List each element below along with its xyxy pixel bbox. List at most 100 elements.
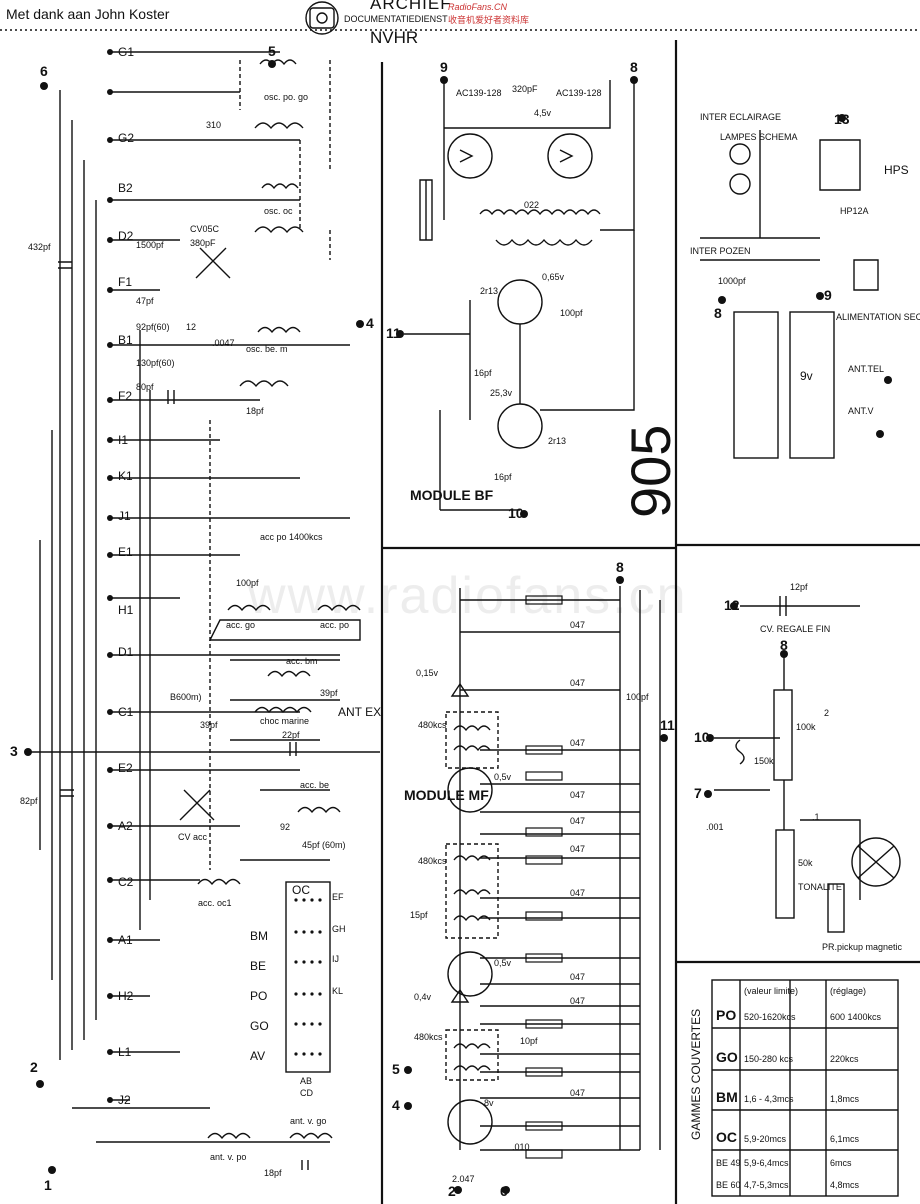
- stamp-org: NVHR: [370, 28, 419, 47]
- component-label: 25,3v: [490, 388, 513, 398]
- component-label: 18pf: [246, 406, 264, 416]
- component-label: 0,4v: [414, 992, 432, 1002]
- component-label: 047: [570, 738, 585, 748]
- power-label: 1000pf: [718, 276, 746, 286]
- transistor-label: AC139-128: [456, 88, 502, 98]
- range-value: 150-280 kcs: [744, 1054, 794, 1064]
- component-label: .0047: [212, 338, 235, 348]
- component-label: 480kcs: [418, 720, 447, 730]
- component-label: 047: [570, 888, 585, 898]
- component-label: 0,5v: [494, 772, 512, 782]
- mf-terminal-label: 8: [616, 559, 624, 575]
- component-label: acc. oc1: [198, 898, 232, 908]
- matrix-row-label: IJ: [332, 954, 339, 964]
- switch-label: D2: [118, 229, 134, 243]
- tone-label: TONALITE: [798, 882, 842, 892]
- switch-label: F2: [118, 389, 132, 403]
- mf-terminal-label: 6: [500, 1183, 508, 1199]
- tuner-terminals: [24, 60, 364, 1174]
- component-label: 82pf: [20, 796, 38, 806]
- component-label: 047: [570, 620, 585, 630]
- component-label: 10pf: [520, 1036, 538, 1046]
- matrix-row-label: AB: [300, 1076, 312, 1086]
- range-header: (valeur limite): [744, 986, 798, 996]
- matrix-row-label: GH: [332, 924, 346, 934]
- ranges-title: GAMMES COUVERTES: [689, 1009, 703, 1140]
- range-value: 1,8mcs: [830, 1094, 860, 1104]
- component-label: 15pf: [410, 910, 428, 920]
- transistor-label: 2r13: [548, 436, 566, 446]
- tuner-coils: [197, 59, 361, 1140]
- component-label: 320pF: [512, 84, 538, 94]
- mf-terminal-label: 11: [660, 717, 675, 733]
- matrix-band-label: OC: [292, 883, 310, 897]
- range-value: 4,8mcs: [830, 1180, 860, 1190]
- tone-label: PR.pickup magnetic: [822, 942, 903, 952]
- matrix-band-label: AV: [250, 1049, 265, 1063]
- module-bf-title: MODULE BF: [410, 487, 494, 503]
- switch-label: B1: [118, 333, 133, 347]
- component-label: 480kcs: [414, 1032, 443, 1042]
- matrix-band-label: BM: [250, 929, 268, 943]
- terminal-6-label: 6: [40, 63, 48, 79]
- power-label: ANT.TEL: [848, 364, 884, 374]
- bf-terminal-label: 10: [508, 505, 524, 521]
- tone-label: 12pf: [790, 582, 808, 592]
- component-label: 0,65v: [542, 272, 565, 282]
- terminal-5-label: 5: [268, 43, 276, 59]
- component-label: 45pf (60m): [302, 840, 346, 850]
- component-label: ant. v. po: [210, 1152, 246, 1162]
- tone-label: 2: [824, 708, 829, 718]
- bf-terminal-label: 11: [386, 325, 401, 341]
- component-label: .010: [512, 1142, 530, 1152]
- switch-label: C2: [118, 875, 134, 889]
- power-label: ANT.V: [848, 406, 874, 416]
- component-label: 047: [570, 790, 585, 800]
- component-label: osc. oc: [264, 206, 293, 216]
- component-label: acc po 1400kcs: [260, 532, 323, 542]
- component-label: acc. po: [320, 620, 349, 630]
- power-label: HP12A: [840, 206, 869, 216]
- range-value: 6mcs: [830, 1158, 852, 1168]
- ranges-table: GAMMES COUVERTES PO GO BM OC BE 49 BE 60…: [689, 986, 882, 1190]
- terminal-1-label: 1: [44, 1177, 52, 1193]
- component-label: ANT EX: [338, 705, 381, 719]
- switch-contacts: [107, 49, 113, 1103]
- panel-borders: [0, 29, 920, 1204]
- tone-label: .001: [706, 822, 724, 832]
- terminal-4-label: 4: [366, 315, 374, 331]
- range-band: BE 49: [716, 1158, 741, 1168]
- switch-label: L1: [118, 1045, 132, 1059]
- switch-label: A2: [118, 819, 133, 833]
- stamp-subtitle: DOCUMENTATIEDIENST: [344, 14, 448, 24]
- power-label: ALIMENTATION SECTEUR 9v: [836, 312, 920, 322]
- component-label: 047: [570, 996, 585, 1006]
- mf-terminal-label: 2: [448, 1183, 456, 1199]
- range-value: 5,9-20mcs: [744, 1134, 787, 1144]
- switch-label: J2: [118, 1093, 131, 1107]
- matrix-row-label: EF: [332, 892, 344, 902]
- power-terminal-label: 9: [824, 287, 832, 303]
- component-label: 047: [570, 678, 585, 688]
- range-band: PO: [716, 1007, 736, 1023]
- component-label: 100pf: [236, 578, 259, 588]
- matrix-row-label: CD: [300, 1088, 313, 1098]
- tuner-section: [24, 49, 380, 1174]
- component-label: 380pF: [190, 238, 216, 248]
- tone-label: 100k: [796, 722, 816, 732]
- component-label: 92: [280, 822, 290, 832]
- switch-label: E2: [118, 761, 133, 775]
- range-band: BM: [716, 1089, 738, 1105]
- bf-terminal-label: 9: [440, 59, 448, 75]
- tuner-labels: 6 5 4 3 2 1 G1 G2 B2 D2 F1 B1 F2 I1 K1 J…: [10, 43, 381, 1193]
- power-label: INTER ECLAIRAGE: [700, 112, 781, 122]
- range-band: BE 60: [716, 1180, 741, 1190]
- component-label: B600m): [170, 692, 202, 702]
- switch-label: D1: [118, 645, 134, 659]
- component-label: 12: [186, 322, 196, 332]
- bf-terminal-label: 8: [630, 59, 638, 75]
- tone-terminal-label: 7: [694, 785, 702, 801]
- range-value: 520-1620kcs: [744, 1012, 796, 1022]
- component-label: 2.047: [452, 1174, 475, 1184]
